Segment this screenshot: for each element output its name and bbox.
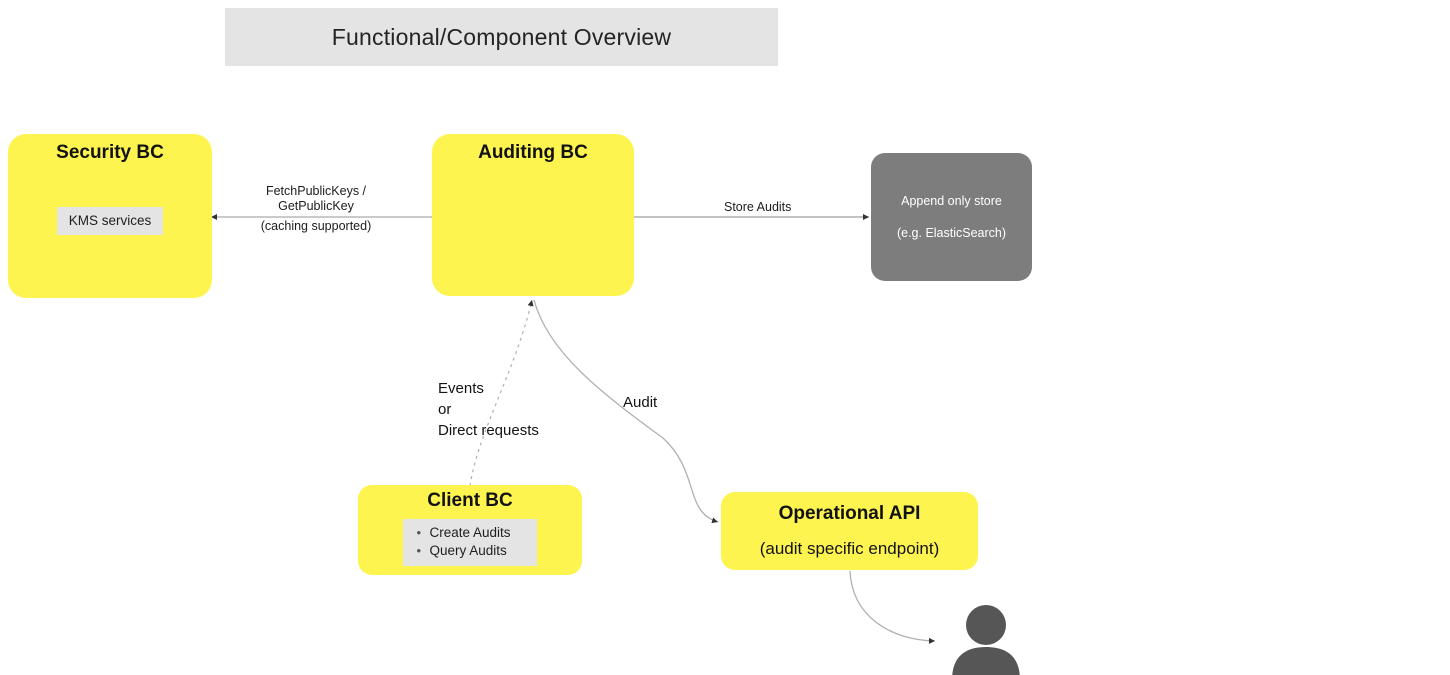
user-avatar-icon xyxy=(940,592,1032,675)
list-item: Create Audits xyxy=(416,524,510,542)
edge-label-audit: Audit xyxy=(623,394,658,411)
edge-operational-user xyxy=(849,570,936,644)
list-item: Query Audits xyxy=(416,542,510,560)
append-store-line-2: (e.g. ElasticSearch) xyxy=(896,226,1007,240)
node-security-bc[interactable]: Security BC KMS services xyxy=(8,134,212,298)
client-bc-operations-list: Create Audits Query Audits xyxy=(413,524,510,560)
edge-label-caching-supported: (caching supported) xyxy=(260,219,372,233)
node-operational-api-title: Operational API xyxy=(778,503,921,524)
node-operational-api[interactable]: Operational API (audit specific endpoint… xyxy=(721,492,978,570)
node-client-bc-title: Client BC xyxy=(427,490,513,511)
page-title: Functional/Component Overview xyxy=(331,23,672,50)
user-avatar-glyph xyxy=(952,605,1020,675)
client-bc-operations-box: Create Audits Query Audits xyxy=(403,519,537,566)
node-operational-api-subtitle: (audit specific endpoint) xyxy=(759,539,940,558)
node-auditing-bc-title: Auditing BC xyxy=(478,142,588,163)
node-client-bc[interactable]: Client BC Create Audits Query Audits xyxy=(358,485,582,575)
node-client-bc-body: Create Audits Query Audits xyxy=(358,519,582,566)
node-security-bc-title: Security BC xyxy=(56,142,164,163)
append-store-line-1: Append only store xyxy=(901,193,1002,208)
kms-services-label: KMS services xyxy=(56,207,164,235)
page-title-banner: Functional/Component Overview xyxy=(225,8,778,66)
edge-label-events-or-direct-requests: Events or Direct requests xyxy=(438,380,539,439)
edge-label-fetch-public-keys: FetchPublicKeys / GetPublicKey xyxy=(265,184,367,213)
node-append-only-store[interactable]: Append only store (e.g. ElasticSearch) xyxy=(871,153,1032,281)
edge-label-store-audits: Store Audits xyxy=(724,200,792,214)
node-security-bc-body: KMS services xyxy=(8,207,212,235)
node-auditing-bc[interactable]: Auditing BC xyxy=(432,134,634,296)
